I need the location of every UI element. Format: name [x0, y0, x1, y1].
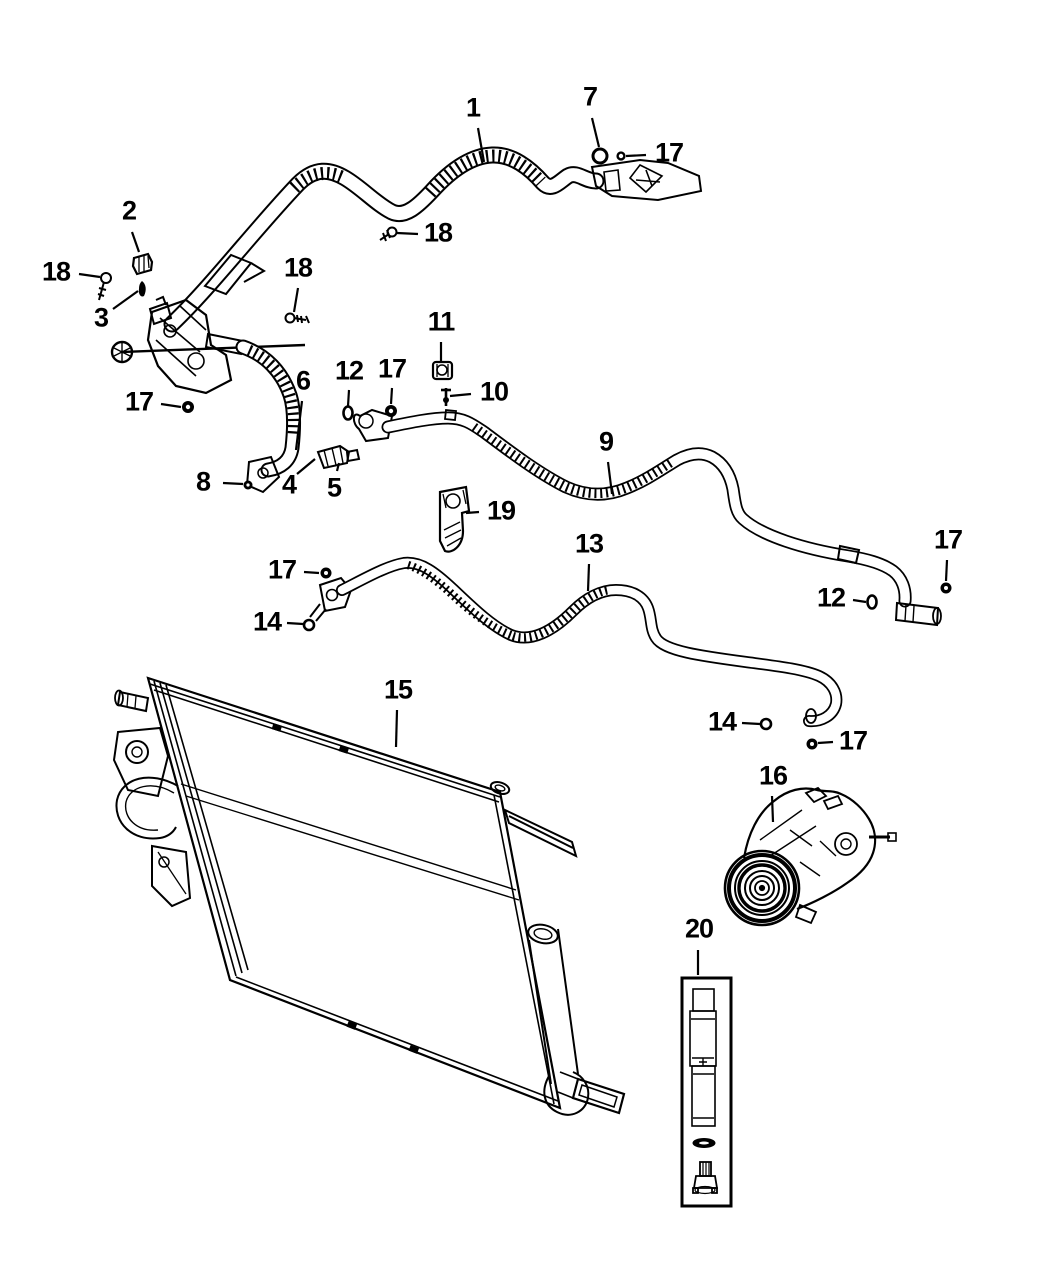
- callout-14[interactable]: 14: [252, 606, 282, 637]
- callout-17[interactable]: 17: [124, 386, 154, 417]
- compressor-16: [723, 786, 897, 927]
- bracket-19: [438, 485, 471, 553]
- nut-2: [131, 252, 154, 276]
- callout-15[interactable]: 15: [383, 674, 413, 705]
- o-ring-7: [591, 147, 609, 165]
- callout-1[interactable]: 1: [465, 92, 481, 123]
- callout-3[interactable]: 3: [93, 302, 109, 333]
- bolt-17-lower: [806, 738, 818, 750]
- callout-20[interactable]: 20: [684, 913, 714, 944]
- service-kit-20: [680, 976, 733, 1208]
- callout-2[interactable]: 2: [121, 195, 137, 226]
- manifold-fitting-cluster: [110, 295, 306, 395]
- callout-18[interactable]: 18: [423, 217, 453, 248]
- callout-10[interactable]: 10: [479, 376, 509, 407]
- pressure-sensor-5: [316, 444, 361, 470]
- callout-12[interactable]: 12: [816, 582, 846, 613]
- callout-9[interactable]: 9: [598, 426, 614, 457]
- callout-6[interactable]: 6: [295, 365, 311, 396]
- callout-17[interactable]: 17: [267, 554, 297, 585]
- callout-12[interactable]: 12: [334, 355, 364, 386]
- screw-18-left: [97, 272, 112, 301]
- nut-17-left: [182, 401, 194, 413]
- screw-18-right: [379, 226, 398, 242]
- hose-9-assembly: [352, 408, 942, 627]
- clip-nut-11: [431, 360, 454, 381]
- washer-17-top: [616, 151, 626, 161]
- callout-16[interactable]: 16: [758, 760, 788, 791]
- o-ring-12-left: [342, 405, 354, 421]
- leader-lines: [78, 117, 949, 975]
- callout-8[interactable]: 8: [195, 466, 211, 497]
- callout-17[interactable]: 17: [377, 353, 407, 384]
- callout-11[interactable]: 11: [427, 306, 456, 337]
- callout-17[interactable]: 17: [838, 725, 868, 756]
- o-ring-14-right: [759, 717, 773, 731]
- nut-17-right: [940, 582, 952, 594]
- clip-8: [243, 480, 253, 490]
- nut-17-mid: [385, 405, 397, 417]
- screw-18-middle: [284, 312, 310, 324]
- charge-valve-10: [441, 388, 451, 406]
- callout-19[interactable]: 19: [486, 495, 516, 526]
- callout-17[interactable]: 17: [933, 524, 963, 555]
- pin-3: [138, 281, 146, 297]
- hose-6-assembly: [235, 339, 302, 494]
- callout-13[interactable]: 13: [574, 528, 604, 559]
- callout-5[interactable]: 5: [326, 472, 342, 503]
- callout-17[interactable]: 17: [654, 137, 684, 168]
- condenser-15: [112, 676, 626, 1116]
- callout-4[interactable]: 4: [281, 469, 297, 500]
- hose-1-assembly: [163, 146, 703, 333]
- callout-7[interactable]: 7: [582, 81, 598, 112]
- o-ring-14-left: [302, 618, 316, 632]
- callout-18[interactable]: 18: [283, 252, 313, 283]
- nut-17-hose13: [320, 567, 332, 579]
- callout-14[interactable]: 14: [707, 706, 737, 737]
- callout-18[interactable]: 18: [41, 256, 71, 287]
- hose-13-assembly: [309, 556, 843, 728]
- o-ring-12-right: [866, 594, 878, 610]
